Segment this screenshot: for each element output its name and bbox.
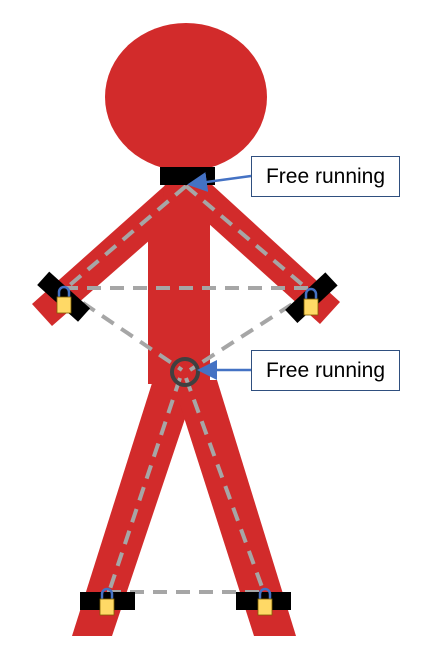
left-leg-line (105, 377, 182, 599)
padlock-icon (303, 287, 319, 316)
waist-callout-label: Free running (251, 350, 400, 391)
right-leg-line (184, 377, 268, 599)
padlock-icon (257, 587, 273, 616)
torso (148, 202, 210, 384)
neck-callout-arrow (187, 172, 252, 192)
left-leg (72, 380, 198, 636)
neck-callout-label: Free running (251, 156, 400, 197)
stick-figure (32, 23, 340, 636)
left-arm-line (62, 184, 188, 292)
head (105, 23, 267, 171)
padlock-icon (56, 285, 72, 314)
right-wrist-strap (285, 272, 338, 323)
right-arm-line (184, 184, 313, 294)
padlock-icon (99, 587, 115, 616)
